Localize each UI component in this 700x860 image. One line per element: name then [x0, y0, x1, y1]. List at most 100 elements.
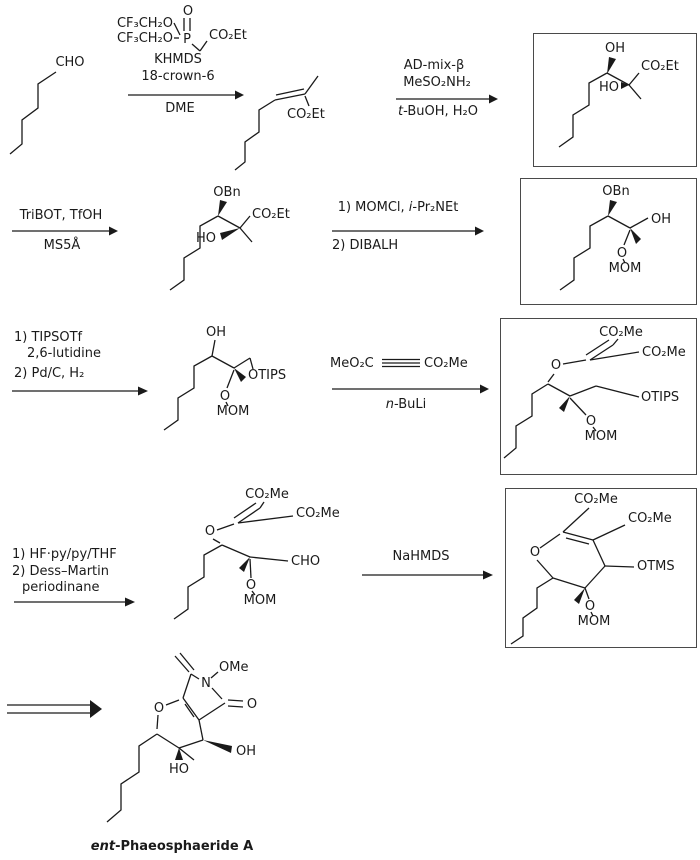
- wedge-bond: [630, 228, 641, 244]
- wedge-bond: [203, 740, 232, 753]
- structure-dihydropyran-diester: CO₂Me CO₂Me O OTMS O MOM: [510, 492, 675, 645]
- structure-obn-ester: OBn CO₂Et HO: [169, 185, 290, 291]
- label-oh: OH: [206, 325, 226, 340]
- wedge-bond: [607, 57, 616, 74]
- label-obn: OBn: [213, 185, 240, 200]
- structure-alkene-ester: CO₂Et: [234, 75, 325, 171]
- label-cf3ch2o-top: CF₃CH₂O: [117, 16, 173, 31]
- label-ho: HO: [169, 762, 189, 777]
- step2-reagent-line1: AD-mix-β: [403, 58, 465, 73]
- alkyl-chain-bond: [558, 72, 608, 148]
- alkyl-chain-bond: [163, 355, 213, 431]
- wedge-bond: [220, 228, 240, 240]
- alkyl-chain-bond: [503, 383, 549, 459]
- step3-reagent-below: MS5Å: [43, 238, 81, 253]
- step3-reagent-above: TriBOT, TfOH: [19, 208, 103, 223]
- wedge-bond: [559, 396, 570, 412]
- step2-reagent-line2: MeSO₂NH₂: [403, 75, 471, 90]
- alkyl-chain-bond: [9, 71, 57, 155]
- label-oxygen: O: [183, 4, 193, 19]
- triple-bond: [382, 358, 420, 368]
- structure-tips-mom-alcohol: OH OTIPS O MOM: [163, 325, 286, 431]
- reaction-arrow-7: [14, 597, 135, 607]
- reaction-arrow-4: [332, 226, 484, 236]
- alkyl-chain-bond: [173, 544, 223, 620]
- structure-phosphonate-reagent: O P CF₃CH₂O CF₃CH₂O CO₂Et: [117, 4, 247, 52]
- product-box-1: [533, 33, 697, 167]
- dmad-left-label: MeO₂C: [330, 356, 374, 371]
- reaction-arrow-5: [12, 386, 148, 396]
- label-o-mom: O: [617, 246, 627, 261]
- wedge-bond: [608, 200, 617, 216]
- step1-reagent-line2: 18-crown-6: [141, 69, 215, 84]
- step4-reagent-line1: 1) MOMCl, i-Pr₂NEt: [338, 200, 459, 215]
- label-co2me-right: CO₂Me: [296, 506, 340, 521]
- step4-line1-post: -Pr₂NEt: [412, 200, 459, 215]
- step4-line1-pre: 1) MOMCl,: [337, 200, 409, 215]
- alkyl-chain-bond: [559, 215, 609, 291]
- dmad-right-label: CO₂Me: [424, 356, 468, 371]
- alkyl-chain-bond: [510, 577, 554, 645]
- label-oh: OH: [605, 41, 625, 56]
- step4-reagent-line2: 2) DIBALH: [332, 238, 399, 253]
- label-o-vinyl: O: [205, 524, 215, 539]
- label-co2me-right: CO₂Me: [628, 511, 672, 526]
- reaction-arrow-6: [332, 384, 489, 394]
- label-o-mom: O: [586, 414, 596, 429]
- step7-reagent-line3: periodinane: [22, 580, 100, 595]
- label-otms: OTMS: [637, 559, 675, 574]
- wedge-bond: [175, 748, 183, 760]
- step6-rest: -BuLi: [394, 397, 427, 412]
- label-o-mom: O: [220, 389, 230, 404]
- structure-enol-ether-diester-aldehyde: CO₂Me CO₂Me O CHO O MOM: [173, 487, 340, 620]
- label-o-ring: O: [154, 701, 164, 716]
- step4-line1-italic: i: [408, 200, 413, 215]
- product-name-italic: ent: [90, 839, 116, 854]
- label-cho: CHO: [291, 554, 320, 569]
- step2-solvent: t-BuOH, H₂O: [398, 104, 478, 119]
- structure-enol-ether-diester-otips: CO₂Me CO₂Me O OTIPS O MOM: [503, 325, 686, 459]
- product-box-3: [500, 318, 697, 475]
- structure-hexanal: CHO: [9, 55, 85, 155]
- label-co2me-top: CO₂Me: [574, 492, 618, 507]
- step2-solvent-italic: t: [398, 104, 404, 119]
- label-mom: MOM: [585, 429, 618, 444]
- wedge-bond: [218, 200, 227, 216]
- step6-reagent-below: n-BuLi: [386, 397, 427, 412]
- label-co2et: CO₂Et: [641, 59, 679, 74]
- label-phosphorus: P: [183, 32, 191, 47]
- wedge-bond: [239, 557, 250, 572]
- label-co2et: CO₂Et: [252, 207, 290, 222]
- structure-diol-ester: OH CO₂Et HO: [558, 41, 679, 148]
- step1-solvent: DME: [165, 101, 195, 116]
- step1-reagent-line1: KHMDS: [154, 52, 202, 67]
- reaction-arrow-8: [362, 570, 493, 580]
- label-ho: HO: [599, 80, 619, 95]
- label-mom: MOM: [244, 593, 277, 608]
- structure-ent-phaeosphaeride-a: OMe N O O OH HO: [106, 652, 257, 823]
- wedge-bond: [234, 368, 246, 382]
- label-co2et: CO₂Et: [209, 28, 247, 43]
- multi-step-double-arrow: [7, 700, 102, 718]
- step8-reagent-above: NaHMDS: [392, 549, 450, 564]
- label-mom: MOM: [578, 614, 611, 629]
- reaction-arrow-1: [128, 90, 244, 100]
- label-mom: MOM: [217, 404, 250, 419]
- label-obn: OBn: [602, 184, 629, 199]
- product-box-2: [520, 178, 697, 305]
- label-co2et: CO₂Et: [287, 107, 325, 122]
- label-o-mom: O: [585, 599, 595, 614]
- label-otips: OTIPS: [248, 368, 286, 383]
- wedge-bond: [621, 82, 629, 89]
- step7-reagent-line1: 1) HF·py/py/THF: [12, 547, 117, 562]
- step6-italic: n: [385, 397, 394, 412]
- step5-reagent-line1: 1) TIPSOTf: [14, 330, 83, 345]
- product-box-4: [505, 488, 697, 648]
- label-cf3ch2o-bottom: CF₃CH₂O: [117, 31, 173, 46]
- step7-reagent-line2: 2) Dess–Martin: [12, 564, 110, 579]
- label-o-carbonyl: O: [247, 697, 257, 712]
- label-co2me-top: CO₂Me: [245, 487, 289, 502]
- step5-reagent-line2: 2,6-lutidine: [27, 346, 102, 361]
- alkyl-chain-bond: [169, 215, 219, 291]
